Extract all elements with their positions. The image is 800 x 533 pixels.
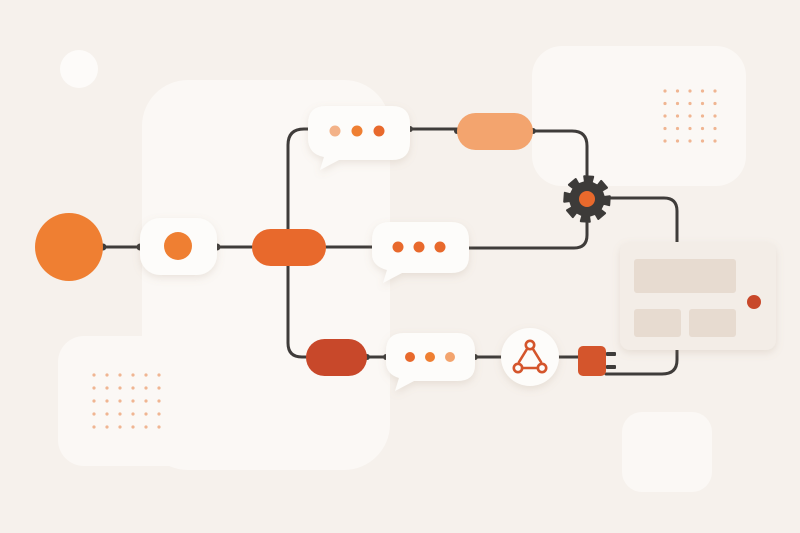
gear-icon[interactable]	[563, 175, 611, 223]
grid-dot	[688, 101, 692, 106]
connector-message-middle-gear	[467, 218, 589, 250]
start-node[interactable]	[35, 213, 103, 281]
grid-dot	[92, 399, 96, 403]
grid-dot	[675, 89, 680, 93]
grid-dot	[92, 373, 96, 377]
grid-dot	[700, 114, 705, 118]
action-top[interactable]	[457, 113, 533, 150]
event-dot	[164, 232, 192, 260]
grid-dot	[157, 399, 161, 403]
grid-dot	[157, 412, 161, 416]
message-bottom[interactable]	[386, 333, 475, 391]
plug-icon[interactable]	[578, 346, 616, 376]
grid-dot	[92, 386, 96, 390]
connector-action-top-gear	[531, 129, 589, 182]
event-node[interactable]	[140, 218, 217, 275]
grid-dot	[157, 425, 161, 429]
grid-dot	[713, 126, 717, 131]
dashboard-node[interactable]	[620, 242, 776, 350]
background-panels	[58, 46, 746, 492]
grid-dot	[105, 425, 109, 429]
grid-dot	[131, 386, 135, 390]
dashboard-block-left	[634, 309, 681, 337]
grid-dot	[105, 412, 109, 416]
grid-dot	[157, 373, 161, 377]
grid-dot	[700, 89, 705, 93]
grid-dot	[105, 399, 109, 403]
grid-dot	[131, 373, 135, 377]
grid-dot	[92, 412, 96, 416]
grid-dot	[663, 89, 667, 93]
grid-dot	[688, 114, 692, 118]
webhook-icon	[512, 339, 548, 374]
grid-dot	[118, 412, 122, 416]
panel-bottom-left	[58, 336, 268, 466]
grid-dot	[675, 139, 680, 143]
grid-dot	[713, 139, 717, 143]
dot-grid-top-right	[663, 89, 717, 143]
panel-bottom-right	[622, 412, 712, 492]
connector-plug-dashboard	[604, 348, 679, 376]
grid-dot	[688, 126, 692, 131]
grid-dot	[675, 126, 680, 131]
grid-dot	[663, 126, 667, 131]
grid-dot	[118, 399, 122, 403]
message-middle[interactable]	[372, 222, 469, 283]
connector-gear-dashboard	[602, 196, 679, 244]
grid-dot	[663, 114, 667, 118]
grid-dot	[144, 425, 148, 429]
grid-dot	[131, 425, 135, 429]
grid-dot	[118, 373, 122, 377]
decorative-circle	[60, 50, 98, 88]
connector-router-message-top	[286, 127, 310, 231]
connector-router-action-bottom	[286, 264, 308, 359]
grid-dot	[105, 373, 109, 377]
grid-dot	[92, 425, 96, 429]
grid-dot	[688, 89, 692, 93]
grid-dot	[713, 89, 717, 93]
dashboard-status-dot	[747, 295, 761, 309]
grid-dot	[118, 425, 122, 429]
grid-dot	[688, 139, 692, 143]
grid-dot	[675, 114, 680, 118]
grid-dot	[131, 412, 135, 416]
grid-dot	[663, 101, 667, 106]
grid-dot	[105, 386, 109, 390]
dashboard-block-right	[689, 309, 736, 337]
grid-dot	[144, 386, 148, 390]
grid-dot	[157, 386, 161, 390]
grid-dot	[713, 114, 717, 118]
grid-dot	[144, 373, 148, 377]
gear-hub	[579, 191, 595, 207]
webhook-node[interactable]	[501, 328, 559, 386]
action-bottom[interactable]	[306, 339, 367, 376]
dashboard-header-block	[634, 259, 736, 293]
grid-dot	[700, 101, 705, 106]
grid-dot	[131, 399, 135, 403]
grid-dot	[700, 139, 705, 143]
grid-dot	[700, 126, 705, 131]
router-node[interactable]	[252, 229, 326, 266]
grid-dot	[663, 139, 667, 143]
grid-dot	[144, 399, 148, 403]
grid-dot	[713, 101, 717, 106]
grid-dot	[144, 412, 148, 416]
grid-dot	[675, 101, 680, 106]
connectors	[101, 127, 679, 376]
grid-dot	[118, 386, 122, 390]
message-top[interactable]	[308, 106, 410, 170]
dot-grid-bottom-left	[92, 373, 161, 429]
